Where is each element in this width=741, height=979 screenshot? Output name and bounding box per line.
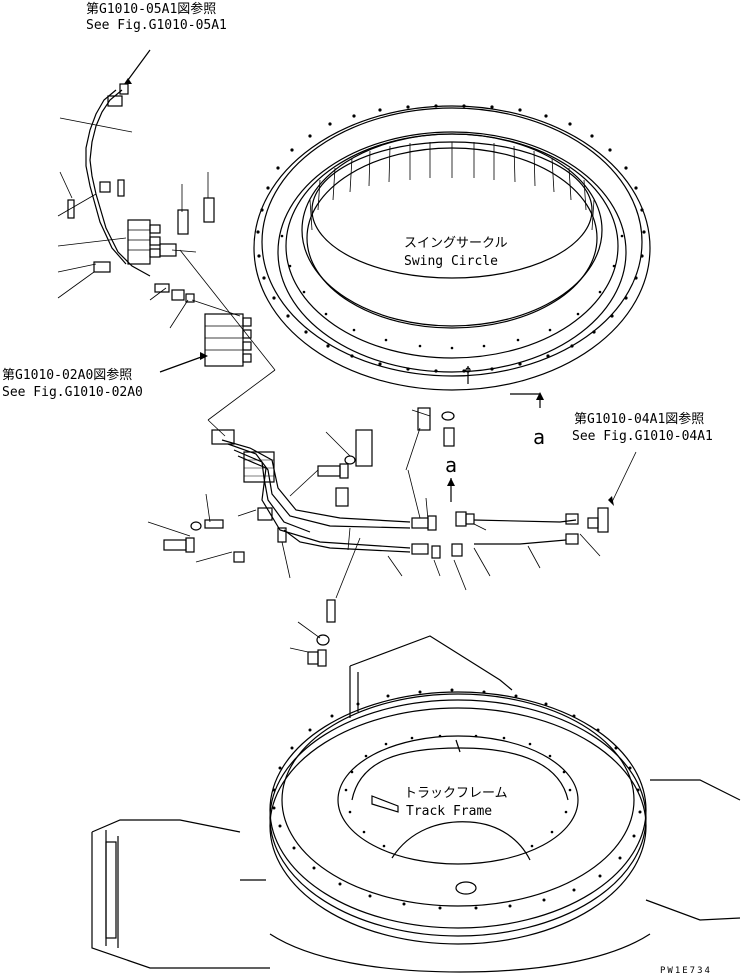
track-frame-drawing bbox=[91, 635, 741, 973]
ref-top-left-jp: 第G1010-05A1図参照 bbox=[86, 2, 217, 17]
swing-circle-label-jp: スイングサークル bbox=[404, 236, 508, 251]
hose-bundle bbox=[163, 407, 609, 667]
ref-right-en: See Fig.G1010-04A1 bbox=[572, 429, 713, 444]
figure-code: PW1E734 bbox=[660, 966, 712, 976]
swing-circle-drawing bbox=[253, 104, 651, 391]
track-frame-label-jp: トラックフレーム bbox=[404, 786, 508, 801]
marker-a-upper: a bbox=[533, 425, 546, 449]
ref-top-left-en: See Fig.G1010-05A1 bbox=[86, 18, 227, 33]
swing-circle-label-en: Swing Circle bbox=[404, 254, 498, 269]
ref-right-jp: 第G1010-04A1図参照 bbox=[574, 412, 705, 427]
marker-a-lower: a bbox=[445, 453, 458, 477]
track-frame-label-en: Track Frame bbox=[406, 804, 493, 819]
callout-leaders bbox=[57, 117, 637, 653]
top-left-fittings bbox=[67, 49, 215, 303]
control-valve-block bbox=[159, 313, 252, 373]
arrow-a-upper bbox=[510, 392, 544, 408]
ref-mid-left-jp: 第G1010-02A0図参照 bbox=[2, 368, 133, 383]
ref-mid-left-en: See Fig.G1010-02A0 bbox=[2, 385, 143, 400]
leader-lines bbox=[179, 249, 276, 437]
